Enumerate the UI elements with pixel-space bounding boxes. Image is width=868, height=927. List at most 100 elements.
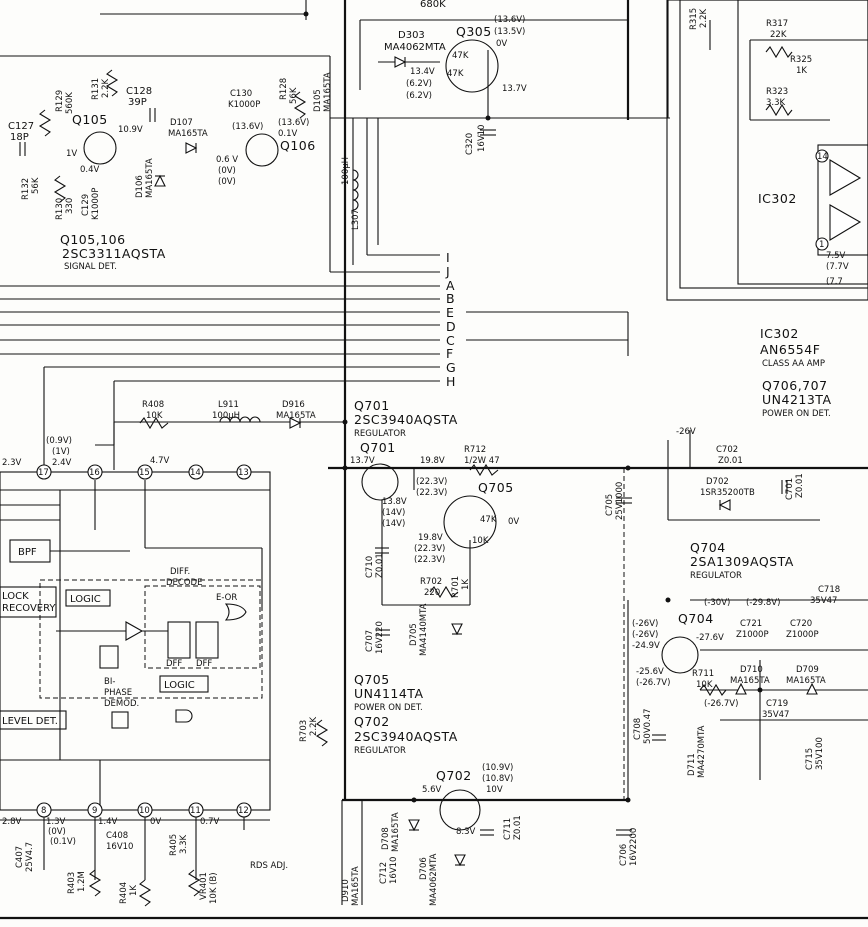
v-0v-a: (0V) <box>218 166 236 176</box>
ic302-internals <box>709 20 868 256</box>
v-10-9: (10.9V) <box>482 763 513 773</box>
c707-value: 16V220 <box>375 621 385 654</box>
r405-label: R405 <box>169 834 179 856</box>
q705-part: UN4114TA <box>354 686 424 701</box>
v-minus-25-6: -25.6V <box>636 667 664 677</box>
r131-value: 2.2K <box>101 78 111 98</box>
c711-label: C711 <box>503 818 513 840</box>
bus-g: G <box>446 360 456 375</box>
q701-label: Q701 <box>360 440 396 455</box>
r325-value: 1K <box>796 66 807 76</box>
r712-value: 1/2W 47 <box>464 456 500 466</box>
r711-value: 10K <box>696 680 713 690</box>
v-1-3: 1.3V <box>46 817 66 827</box>
pin-16: 16 <box>89 468 100 478</box>
v-0v-c: (0V) <box>48 827 66 837</box>
v-2-3: 2.3V <box>2 458 22 468</box>
ic-pins <box>36 149 829 818</box>
v-22-3: (22.3V) <box>416 477 447 487</box>
v-13-7: 13.7V <box>350 456 375 466</box>
pin-10: 10 <box>139 806 150 816</box>
r317-value: 22K <box>770 30 787 40</box>
d710-part: MA165TA <box>730 676 770 686</box>
v-0v-q705: 0V <box>508 517 519 527</box>
bus-d: D <box>446 319 456 334</box>
bus-b: B <box>446 291 455 306</box>
v-1v: (1V) <box>52 447 70 457</box>
q305-symbol <box>445 39 499 93</box>
c706-value: 16V2200 <box>629 828 639 866</box>
biphase-3: DEMOD. <box>104 699 139 709</box>
c715-label: C715 <box>805 748 815 770</box>
d916-part: MA165TA <box>276 411 316 421</box>
r712-label: R712 <box>464 445 486 455</box>
q105-title: Q105,106 <box>60 232 126 247</box>
q701-part: 2SC3940AQSTA <box>354 412 458 427</box>
v-5-6: 5.6V <box>422 785 442 795</box>
q105-labels: R131 2.2K R129 560K C128 39P C127 18P Q1… <box>8 72 333 272</box>
c718-label: C718 <box>818 585 840 595</box>
v-0-1: 0.1V <box>278 129 298 139</box>
r403-value: 1.2M <box>77 871 87 892</box>
pin-11: 11 <box>190 806 201 816</box>
d708-label: D708 <box>381 827 391 850</box>
q702-title: Q702 <box>354 714 390 729</box>
lock-label: LOCK <box>2 591 29 602</box>
pin-17: 17 <box>38 468 49 478</box>
r404-value: 1K <box>129 885 139 896</box>
logic-label-1: LOGIC <box>70 594 101 605</box>
lock-recovery-block <box>0 586 57 618</box>
r130-label: R130 <box>55 198 65 220</box>
c711-value: Z0.01 <box>513 815 523 840</box>
r703-label: R703 <box>299 720 309 742</box>
c706-label: C706 <box>619 844 629 866</box>
c320-label: C320 <box>465 133 475 155</box>
r129-label: R129 <box>55 90 65 112</box>
rds-adj-label: RDS ADJ. <box>250 861 288 871</box>
q106-symbol <box>245 133 279 167</box>
bus-j: J <box>445 264 450 279</box>
d910-label: D910 <box>341 879 351 902</box>
v-6-2: (6.2V) <box>406 79 432 89</box>
v-minus-26-7: (-26.7V) <box>636 678 670 688</box>
bus-h: H <box>446 374 456 389</box>
q705-symbol <box>443 495 497 549</box>
q706-note: Q706,707 <box>762 378 828 393</box>
v-22-3c: (22.3V) <box>414 544 445 554</box>
ic302-note: IC302 <box>760 326 799 341</box>
r403-label: R403 <box>67 872 77 894</box>
dff-1 <box>167 621 191 659</box>
r408-label: R408 <box>142 400 164 410</box>
q701-title: Q701 <box>354 398 390 413</box>
v-13-6a: (13.6V) <box>232 122 263 132</box>
v-minus-24-9: -24.9V <box>632 641 660 651</box>
q706-part: UN4213TA <box>762 392 832 407</box>
q704-symbol <box>661 636 699 674</box>
right-supply-labels: -26V C702 Z0.01 D702 1SR35200TB C701 Z0.… <box>619 427 840 866</box>
bus-e: E <box>446 305 454 320</box>
dff-2 <box>195 621 219 659</box>
v-6-2b: (6.2V) <box>406 91 432 101</box>
r711-label: R711 <box>692 669 714 679</box>
logic-block-1 <box>65 589 111 607</box>
d709-part: MA165TA <box>786 676 826 686</box>
q701-symbol <box>361 463 399 501</box>
logic-block-2 <box>159 675 209 693</box>
r323-label: R323 <box>766 87 788 97</box>
d916-label: D916 <box>282 400 305 410</box>
q702-desc: REGULATOR <box>354 746 406 756</box>
d705-part: MA4140MTA <box>419 603 429 656</box>
c320-value: 16V10 <box>477 125 487 152</box>
c712-label: C712 <box>379 862 389 884</box>
v-minus-26: -26V <box>676 427 696 437</box>
nand-gate <box>175 709 193 723</box>
d107-label: D107 <box>170 118 193 128</box>
bus-i: I <box>446 250 450 265</box>
q106-label: Q106 <box>280 138 316 153</box>
ic302-desc: CLASS AA AMP <box>762 359 825 369</box>
r132-value: 56K <box>31 177 41 194</box>
v-minus-26b: (-26V) <box>632 630 658 640</box>
v-0-9: (0.9V) <box>46 436 72 446</box>
v-24: 2.4V <box>52 458 72 468</box>
